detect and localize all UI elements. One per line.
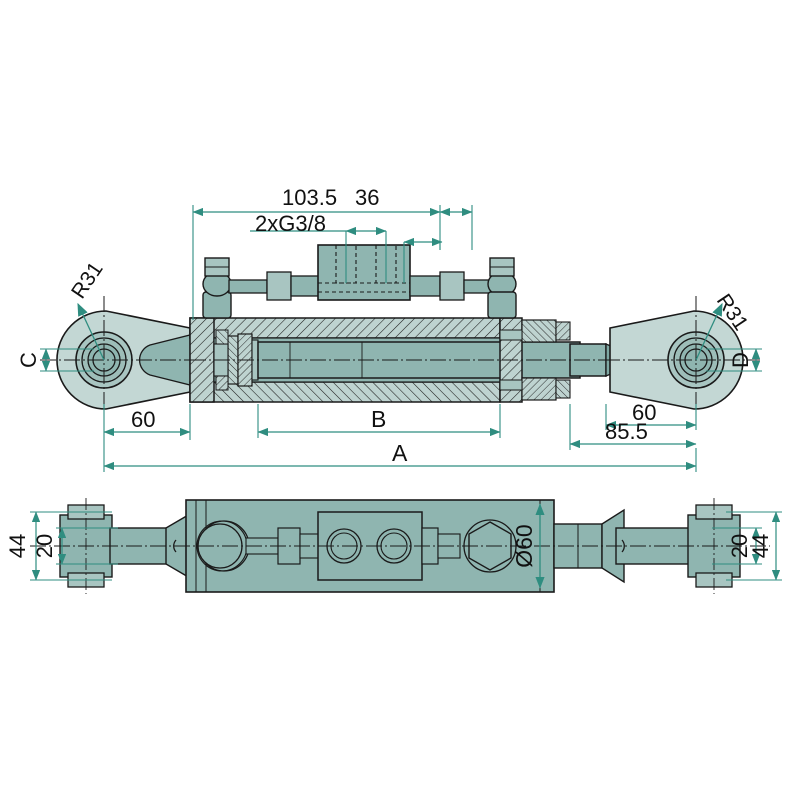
dim-c-label: C — [16, 352, 41, 368]
left-tube-seg — [228, 279, 268, 294]
dim-60-right-label: 60 — [632, 400, 656, 425]
barrel-wall-upper — [189, 317, 501, 339]
gland-oring-upper — [499, 329, 523, 341]
dim-2xg38-label: 2xG3/8 — [255, 211, 326, 236]
side-section-view: 103.5 36 2xG3/8 R31 R31 C — [16, 185, 762, 472]
dim-20-right-label: 20 — [727, 534, 752, 558]
dim-103-5-label: 103.5 — [282, 185, 337, 210]
left-union-nut — [266, 271, 292, 301]
leader-r31-right — [695, 302, 723, 361]
leader-r31-left — [77, 302, 105, 361]
dim-r31-left-label: R31 — [67, 258, 108, 303]
dim-a-label: A — [392, 440, 408, 466]
left-tube-seg2 — [290, 275, 322, 297]
right-union-nut — [439, 271, 465, 301]
dim-d-label: D — [728, 352, 753, 368]
dim-20-left-label: 20 — [32, 534, 57, 558]
cylinder-barrel-section — [189, 317, 620, 403]
dim-44-right-label: 44 — [748, 534, 773, 558]
dim-36-label: 36 — [355, 185, 379, 210]
valve-bore-left-hidden — [335, 245, 357, 284]
plan-view: 44 20 Ø60 20 44 — [5, 498, 782, 594]
dim-85-5-label: 85.5 — [605, 419, 648, 444]
valve-block — [317, 244, 411, 301]
gland-cap-lower — [555, 379, 571, 399]
barrel-wall-lower — [189, 381, 501, 403]
right-port-fitting — [409, 257, 517, 319]
plan-left-arc-mark — [173, 539, 177, 553]
dim-d60-label: Ø60 — [511, 524, 537, 567]
top-valve-manifold — [202, 244, 517, 319]
dim-44-left-label: 44 — [5, 534, 30, 558]
right-tube-seg2 — [409, 275, 441, 297]
dim-b-label: B — [371, 406, 386, 432]
left-port-fitting — [202, 257, 322, 319]
piston-seal-lower — [215, 375, 229, 391]
gland-seal-lower — [521, 377, 557, 401]
gland-seal-upper — [521, 319, 557, 343]
right-fitting-body — [487, 291, 517, 319]
plan-right-arc-mark — [621, 539, 625, 553]
gland-oring-lower — [499, 379, 523, 391]
valve-bore-right-hidden — [375, 245, 397, 284]
dimension-set-plan: 44 20 Ø60 20 44 — [5, 503, 782, 589]
left-eye-end — [40, 296, 196, 430]
gland-cap-upper — [555, 321, 571, 341]
dim-60-left-label: 60 — [131, 407, 155, 432]
piston-seal-upper — [215, 329, 229, 345]
